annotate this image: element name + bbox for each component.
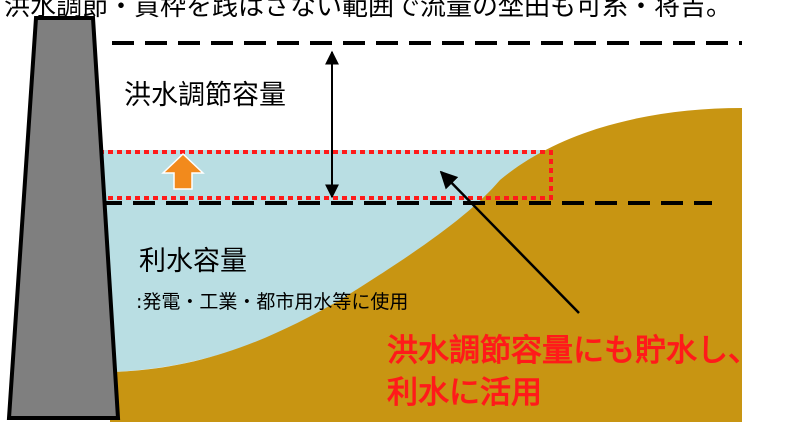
water-rise-arrow-icon <box>161 152 205 190</box>
callout-text: 洪水調節容量にも貯水し、 利水に活用 <box>387 330 759 414</box>
callout-line-2: 利水に活用 <box>387 375 542 411</box>
dam-body <box>6 16 121 420</box>
water-use-note: :発電・工業・都市用水等に使用 <box>136 291 409 313</box>
top-caption: 洪水調節・貢枠を践はさない範囲で流量の埜田も可糸・将吉。 <box>4 0 733 22</box>
flood-control-capacity-label: 洪水調節容量 <box>124 80 286 111</box>
callout-pointer <box>439 170 580 314</box>
ground-terrain <box>110 108 742 422</box>
callout-line-1: 洪水調節容量にも貯水し、 <box>387 333 759 369</box>
reservoir-water <box>100 150 548 372</box>
water-use-capacity-label: 利水容量 <box>139 246 247 277</box>
